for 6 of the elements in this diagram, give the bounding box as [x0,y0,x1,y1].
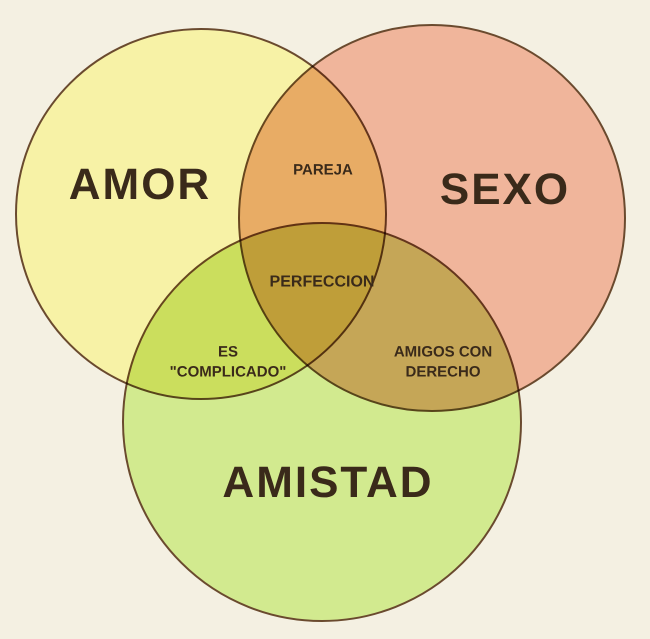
intersection-label: PAREJA [293,160,353,180]
set-label: AMISTAD [222,458,434,508]
set-label: SEXO [440,165,570,215]
set-label: AMOR [68,160,212,210]
intersection-label: AMIGOS CON DERECHO [392,342,494,382]
intersection-label: ES "COMPLICADO" [168,342,288,382]
